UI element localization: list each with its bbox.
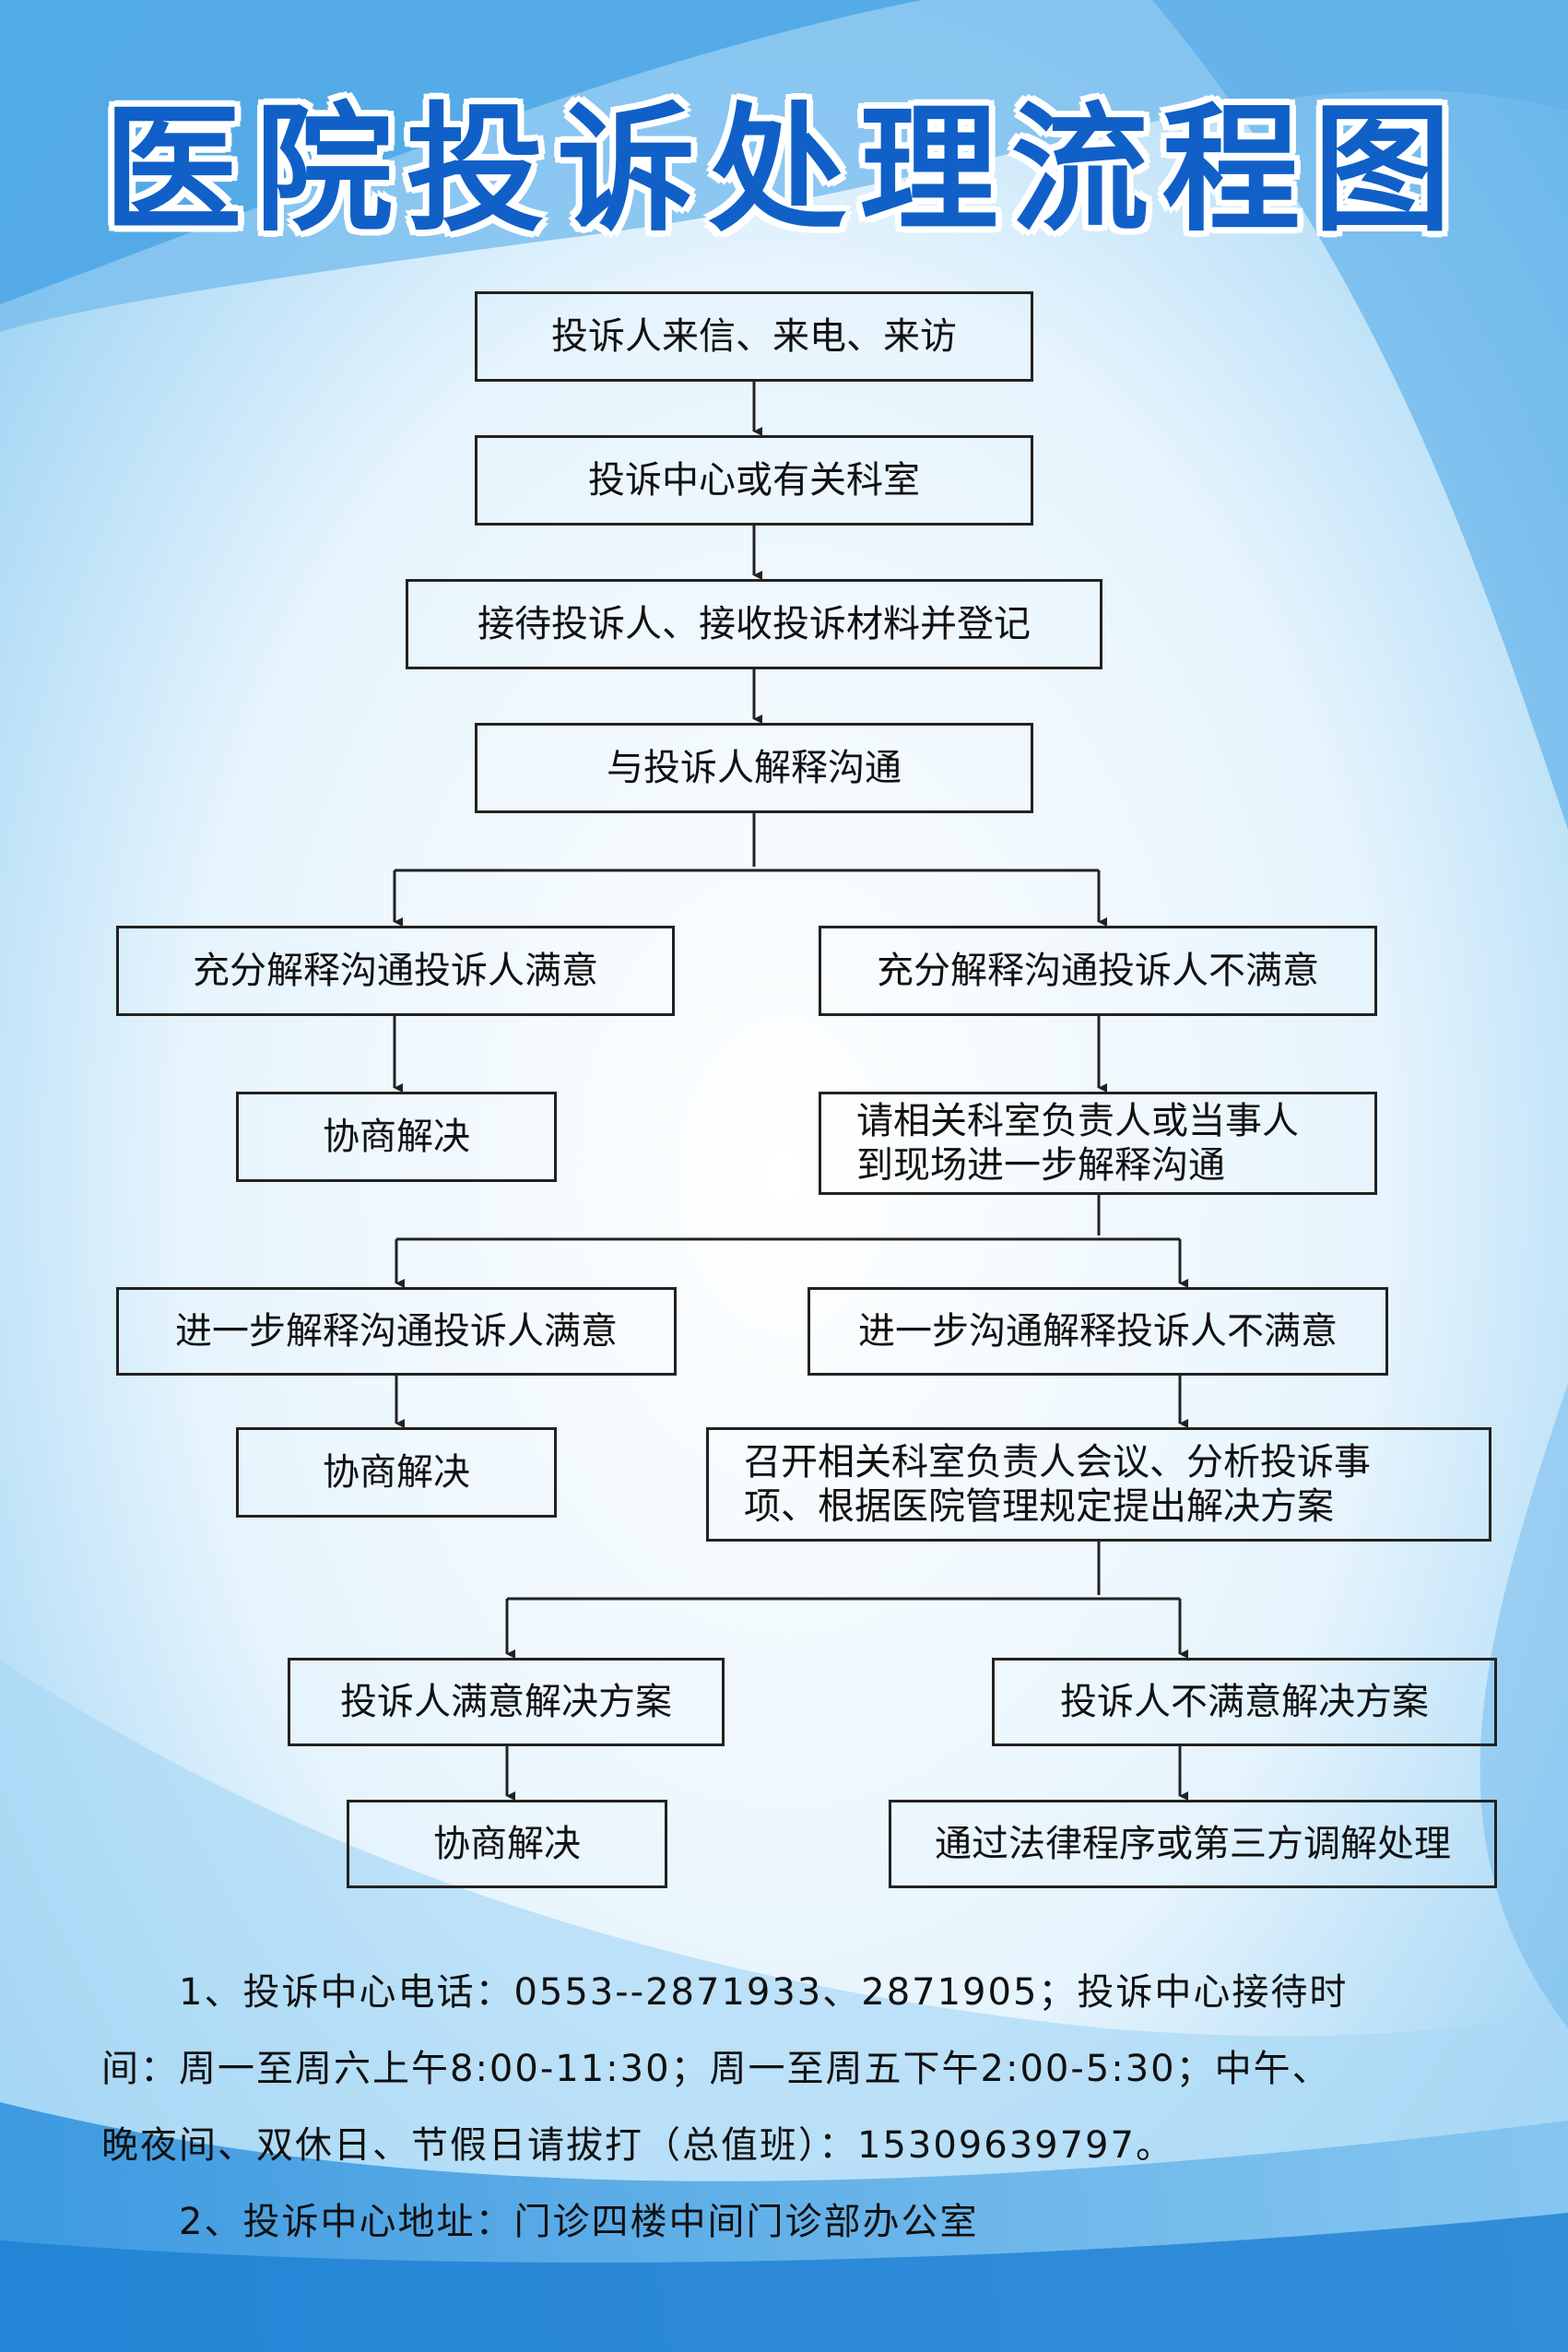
flow-step-legal-process: 通过法律程序或第三方调解处理 xyxy=(889,1800,1497,1888)
flow-step-department-head-line1: 请相关科室负责人或当事人 xyxy=(856,1100,1299,1142)
page-title: 医院投诉处理流程图 xyxy=(103,90,1465,251)
flow-step-unsatisfied-solution: 投诉人不满意解决方案 xyxy=(992,1658,1497,1746)
flow-step-meeting: 召开相关科室负责人会议、分析投诉事 项、根据医院管理规定提出解决方案 xyxy=(706,1427,1491,1542)
flow-step-satisfied-solution: 投诉人满意解决方案 xyxy=(288,1658,725,1746)
contact-notes: 1、投诉中心电话：0553--2871933、2871905；投诉中心接待时 间… xyxy=(101,1955,1484,2261)
flow-step-negotiate-1: 协商解决 xyxy=(236,1092,557,1182)
note-line-4: 2、投诉中心地址：门诊四楼中间门诊部办公室 xyxy=(101,2201,979,2243)
flow-step-meeting-line2: 项、根据医院管理规定提出解决方案 xyxy=(744,1485,1334,1528)
note-line-3: 晚夜间、双休日、节假日请拔打（总值班）：15309639797。 xyxy=(101,2124,1174,2167)
flow-step-unsatisfied-1: 充分解释沟通投诉人不满意 xyxy=(819,926,1377,1016)
flow-step-negotiate-3: 协商解决 xyxy=(347,1800,667,1888)
flow-step-satisfied-1: 充分解释沟通投诉人满意 xyxy=(116,926,675,1016)
flow-step-department-head-line2: 到现场进一步解释沟通 xyxy=(856,1144,1225,1187)
flow-step-register: 接待投诉人、接收投诉材料并登记 xyxy=(406,579,1102,669)
flow-step-meeting-line1: 召开相关科室负责人会议、分析投诉事 xyxy=(744,1441,1371,1483)
flow-step-department-head: 请相关科室负责人或当事人 到现场进一步解释沟通 xyxy=(819,1092,1377,1195)
flow-step-explain: 与投诉人解释沟通 xyxy=(475,723,1033,813)
note-line-2: 间：周一至周六上午8:00-11:30；周一至周五下午2:00-5:30；中午、 xyxy=(101,2048,1331,2090)
note-line-1: 1、投诉中心电话：0553--2871933、2871905；投诉中心接待时 xyxy=(101,1971,1349,2014)
flow-step-negotiate-2: 协商解决 xyxy=(236,1427,557,1518)
flow-step-unsatisfied-2: 进一步沟通解释投诉人不满意 xyxy=(808,1287,1388,1376)
flow-step-complaint-center: 投诉中心或有关科室 xyxy=(475,435,1033,526)
flow-step-receive-complaint: 投诉人来信、来电、来访 xyxy=(475,291,1033,382)
flow-step-satisfied-2: 进一步解释沟通投诉人满意 xyxy=(116,1287,677,1376)
